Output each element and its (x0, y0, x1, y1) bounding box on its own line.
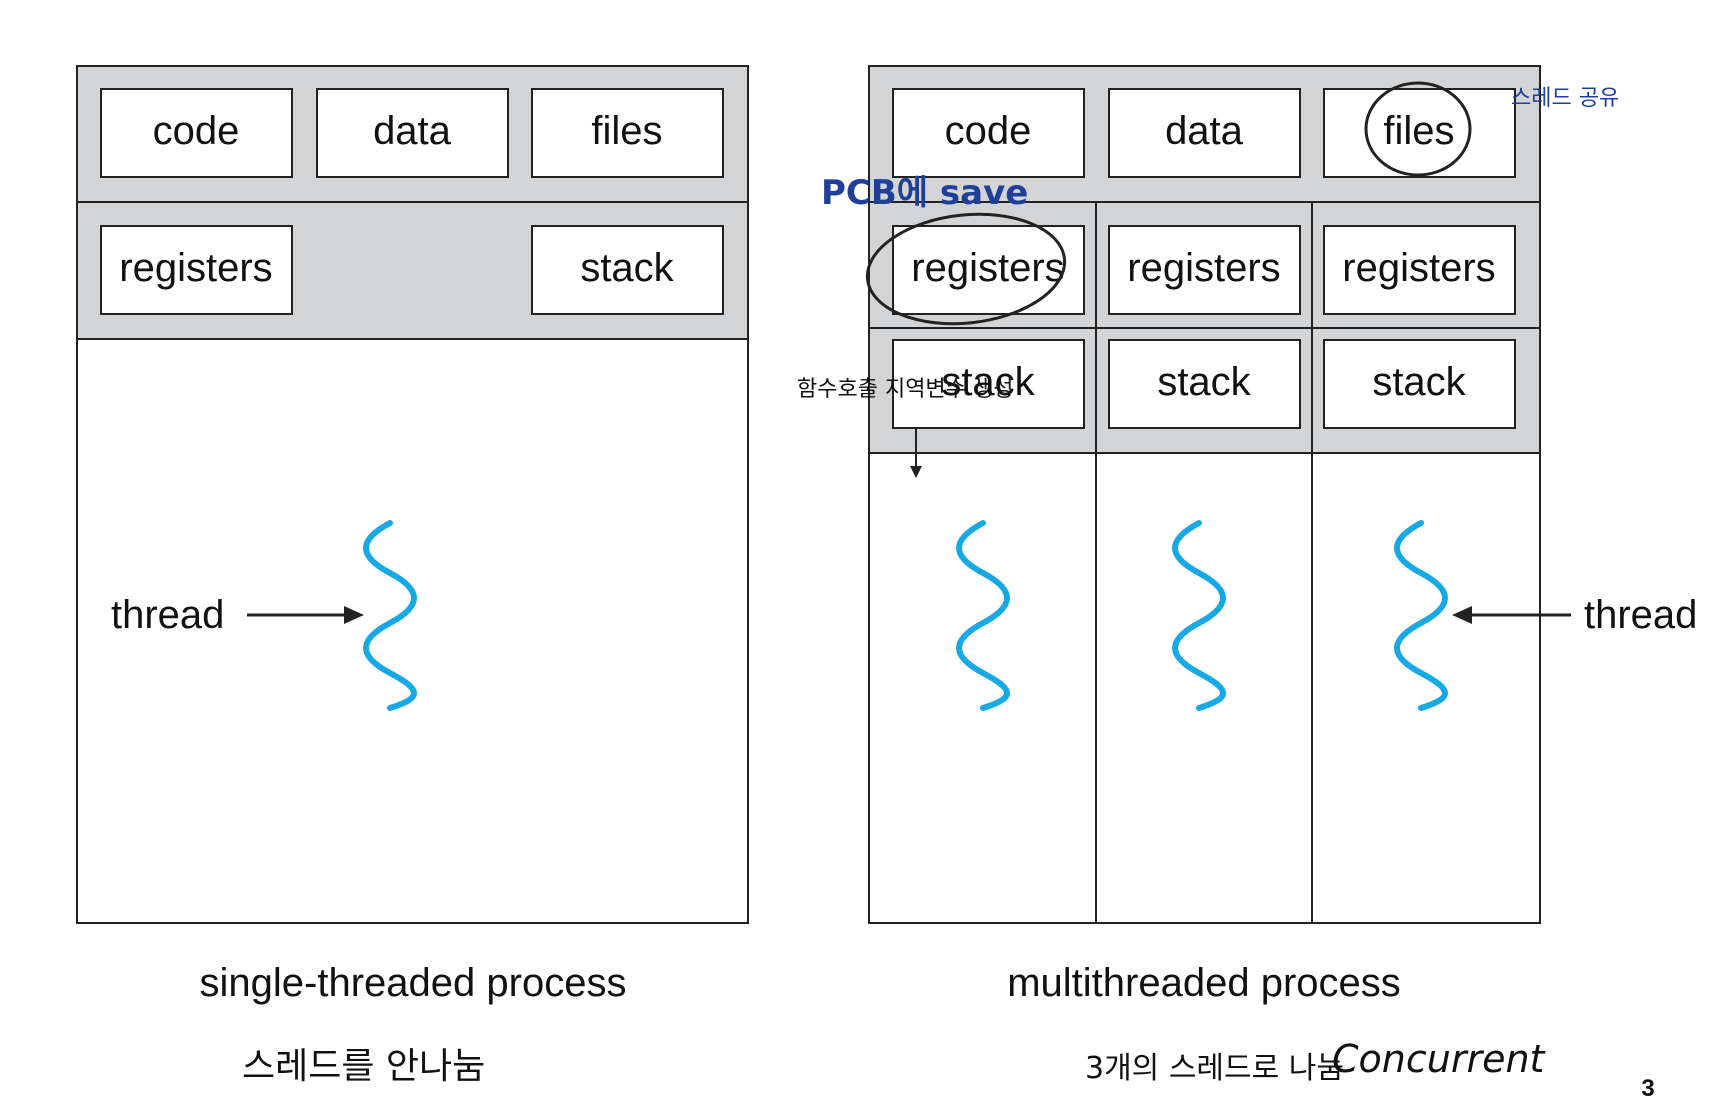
multi-registers-box-2 (1108, 225, 1301, 315)
multi-registers-label-3: registers (1342, 246, 1495, 290)
single-files-box (531, 88, 724, 178)
multi-thread-label: thread (1584, 593, 1697, 637)
multi-stack-label-3: stack (1372, 360, 1466, 404)
multi-stack-label-2: stack (1157, 360, 1251, 404)
files-circle-annotation (1364, 81, 1472, 177)
single-caption: single-threaded process (200, 961, 627, 1005)
multi-registers-label-1: registers (911, 246, 1064, 290)
stack-note: 함수호출 지역변수 생성 (797, 377, 1013, 402)
multi-stack-box-1 (892, 339, 1085, 429)
single-code-box (100, 88, 293, 178)
single-files-label: files (591, 109, 662, 153)
multi-stack-box-2 (1108, 339, 1301, 429)
single-stack-label: stack (580, 246, 674, 290)
multi-caption: multithreaded process (1007, 961, 1401, 1005)
multi-thread-squiggle-3 (1394, 520, 1448, 711)
concurrent-note: Concurrent (1332, 1037, 1547, 1081)
multi-files-box (1323, 88, 1516, 178)
single-data-label: data (373, 109, 452, 153)
single-registers-label: registers (119, 246, 272, 290)
pcb-save-note: PCB에 save (821, 173, 1028, 213)
multi-thread-squiggle-1 (956, 520, 1010, 711)
single-threaded-process: code data files registers stack thread s… (76, 65, 749, 1087)
multi-code-box (892, 88, 1085, 178)
multi-thread-arrow (1452, 606, 1571, 624)
single-data-box (316, 88, 509, 178)
multi-thread-squiggle-2 (1172, 520, 1226, 711)
single-handwritten-note: 스레드를 안나눔 (242, 1046, 485, 1087)
single-registers-box (100, 225, 293, 315)
multi-registers-box-3 (1323, 225, 1516, 315)
multi-code-label: code (945, 109, 1032, 153)
files-shared-note: 스레드 공유 (1511, 86, 1619, 111)
multi-files-label: files (1383, 109, 1454, 153)
single-stack-box (531, 225, 724, 315)
multithreaded-process: code data files registers registers regi… (868, 65, 1697, 1005)
multi-bottom-note: 3개의 스레드로 나눔 (1085, 1051, 1344, 1086)
multi-stack-label-1: stack (941, 360, 1035, 404)
multi-data-box (1108, 88, 1301, 178)
handwritten-annotations: 스레드 공유 PCB에 save 함수호출 지역변수 생성 3개의 스레드로 나… (797, 81, 1619, 1086)
single-thread-squiggle (363, 520, 417, 711)
page-number: 3 (1641, 1075, 1654, 1102)
single-code-label: code (153, 109, 240, 153)
stack-note-arrow (910, 428, 922, 478)
multi-registers-box-1 (892, 225, 1085, 315)
multi-data-label: data (1165, 109, 1244, 153)
registers-circle-annotation (865, 212, 1067, 326)
single-thread-label: thread (111, 593, 224, 637)
single-thread-arrow (247, 606, 364, 624)
multi-stack-box-3 (1323, 339, 1516, 429)
multi-registers-label-2: registers (1127, 246, 1280, 290)
